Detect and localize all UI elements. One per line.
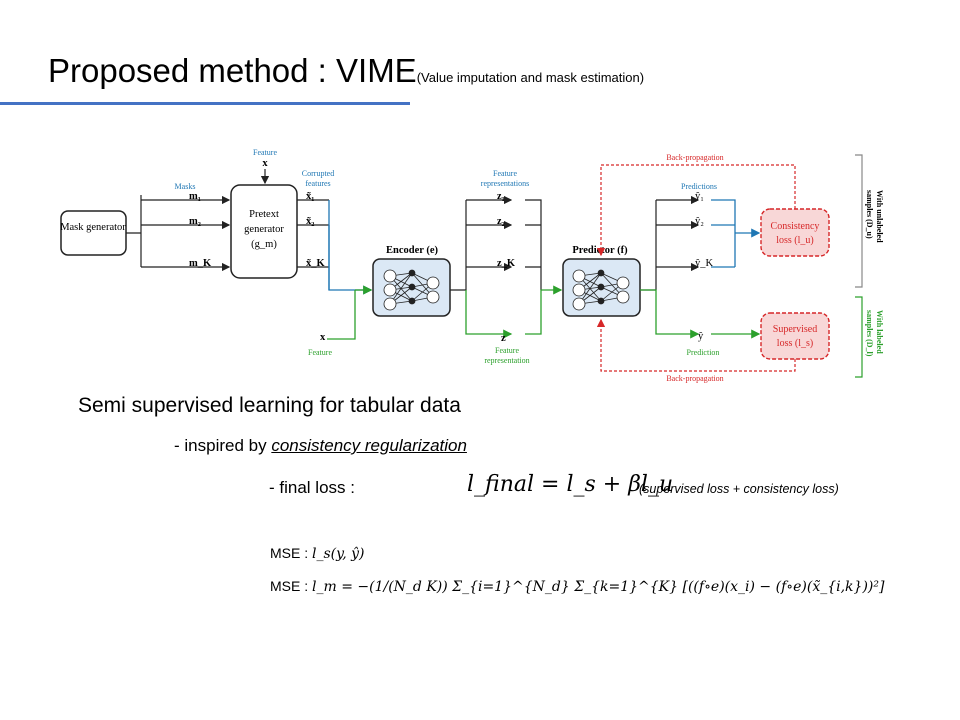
- svg-text:samples (D_u): samples (D_u): [865, 190, 874, 239]
- svg-text:Consistency: Consistency: [771, 221, 820, 232]
- svg-text:Feature: Feature: [493, 169, 517, 178]
- feature-reps-caption: Feature representations: [481, 169, 529, 188]
- unlabeled-samples-label: With unlabeled samples (D_u): [865, 190, 884, 243]
- mask-labels: m₁ m₂ m_K: [189, 191, 212, 269]
- encoder-label: Encoder (e): [386, 245, 439, 256]
- yhat-bottom: ŷ: [698, 331, 704, 342]
- mask-generator-label: Mask generator: [60, 222, 126, 233]
- feature-bottom-caption: Feature: [308, 348, 332, 357]
- supervised-loss-label: Supervised loss (l_s): [773, 324, 817, 349]
- encoder-network: [383, 269, 440, 311]
- svg-text:features: features: [305, 179, 330, 188]
- pretext-generator-label: Pretext generator (g_m): [244, 209, 284, 250]
- svg-text:representations: representations: [481, 179, 529, 188]
- mse-supervised: MSE : l_s(y, ŷ): [270, 545, 365, 562]
- z-labels: z₁ z₂ z_K z: [497, 191, 516, 344]
- svg-text:(g_m): (g_m): [251, 239, 277, 250]
- backprop-top-label: Back-propagation: [666, 153, 723, 162]
- yhat-2: ŷ₂: [695, 216, 704, 227]
- svg-text:With unlabeled: With unlabeled: [875, 190, 884, 243]
- prediction-bottom-caption: Prediction: [687, 348, 720, 357]
- masks-caption: Masks: [175, 182, 196, 191]
- labeled-bracket: [855, 296, 863, 378]
- consistency-loss-label: Consistency loss (l_u): [771, 221, 820, 246]
- predictor-label: Predictor (f): [572, 245, 628, 256]
- yhat-k: ŷ_K: [695, 258, 714, 269]
- supervised-loss-box: [760, 312, 830, 360]
- mse-consistency: MSE : l_m = −(1/(N_d K)) Σ_{i=1}^{N_d} Σ…: [270, 578, 885, 595]
- yhat-1: ŷ₁: [695, 191, 704, 202]
- unlabeled-bracket: [855, 154, 863, 288]
- svg-text:representation: representation: [484, 356, 529, 365]
- corrupted-2: x̃₂: [306, 216, 314, 227]
- mse-supervised-equation: l_s(y, ŷ): [312, 546, 365, 562]
- labeled-samples-label: With labeled samples (D_l): [865, 310, 884, 357]
- semi-supervised-heading: Semi supervised learning for tabular dat…: [78, 394, 461, 417]
- yhat-labels: ŷ₁ ŷ₂ ŷ_K ŷ: [695, 191, 714, 342]
- svg-text:generator: generator: [244, 224, 284, 235]
- slide-title: Proposed method : VIME(Value imputation …: [48, 52, 645, 89]
- corrupted-caption: Corrupted features: [302, 169, 334, 188]
- feature-bottom-x: x: [320, 332, 326, 343]
- svg-text:samples (D_l): samples (D_l): [865, 310, 874, 357]
- svg-text:With labeled: With labeled: [875, 310, 884, 354]
- backprop-bottom-label: Back-propagation: [666, 374, 723, 383]
- z-bottom: z: [501, 333, 506, 344]
- final-loss-note: (supervised loss + consistency loss): [639, 482, 839, 496]
- corrupted-k: x̃_K: [306, 258, 326, 269]
- corrupted-1: x̃₁: [306, 191, 314, 202]
- final-loss-equation: l_final = l_s + βl_u: [467, 472, 674, 497]
- corrupted-labels: x̃₁ x̃₂ x̃_K: [306, 191, 326, 269]
- final-loss-label: - final loss :: [269, 478, 355, 497]
- svg-text:loss (l_s): loss (l_s): [777, 338, 813, 349]
- svg-text:loss (l_u): loss (l_u): [776, 235, 814, 246]
- inspired-by-line: - inspired by consistency regularization: [174, 436, 467, 455]
- svg-text:Pretext: Pretext: [249, 209, 279, 220]
- mask-1: m₁: [189, 191, 201, 202]
- z-1: z₁: [497, 191, 505, 202]
- vime-architecture-diagram: Mask generator Masks m₁ m₂ m_K Feature x…: [60, 148, 884, 383]
- predictor-network: [572, 269, 630, 311]
- feature-top-caption: Feature: [253, 148, 277, 157]
- mask-k: m_K: [189, 258, 212, 269]
- slide-title-subtitle: (Value imputation and mask estimation): [416, 70, 645, 85]
- mse-consistency-equation: l_m = −(1/(N_d K)) Σ_{i=1}^{N_d} Σ_{k=1}…: [312, 579, 885, 595]
- svg-text:Supervised: Supervised: [773, 324, 817, 335]
- pretext-generator-box: [230, 184, 298, 279]
- title-underline: [0, 102, 410, 105]
- predictions-caption: Predictions: [681, 182, 717, 191]
- consistency-loss-box: [760, 208, 830, 257]
- feature-rep-bottom-caption: Feature representation: [484, 346, 529, 365]
- feature-top-x: x: [262, 158, 268, 169]
- consistency-regularization-term: consistency regularization: [271, 436, 467, 455]
- svg-text:Corrupted: Corrupted: [302, 169, 334, 178]
- z-k: z_K: [497, 258, 516, 269]
- mask-fan-lines: [126, 195, 142, 267]
- z-2: z₂: [497, 216, 505, 227]
- mask-generator-box: [60, 210, 127, 256]
- mask-2: m₂: [189, 216, 201, 227]
- svg-text:Feature: Feature: [495, 346, 519, 355]
